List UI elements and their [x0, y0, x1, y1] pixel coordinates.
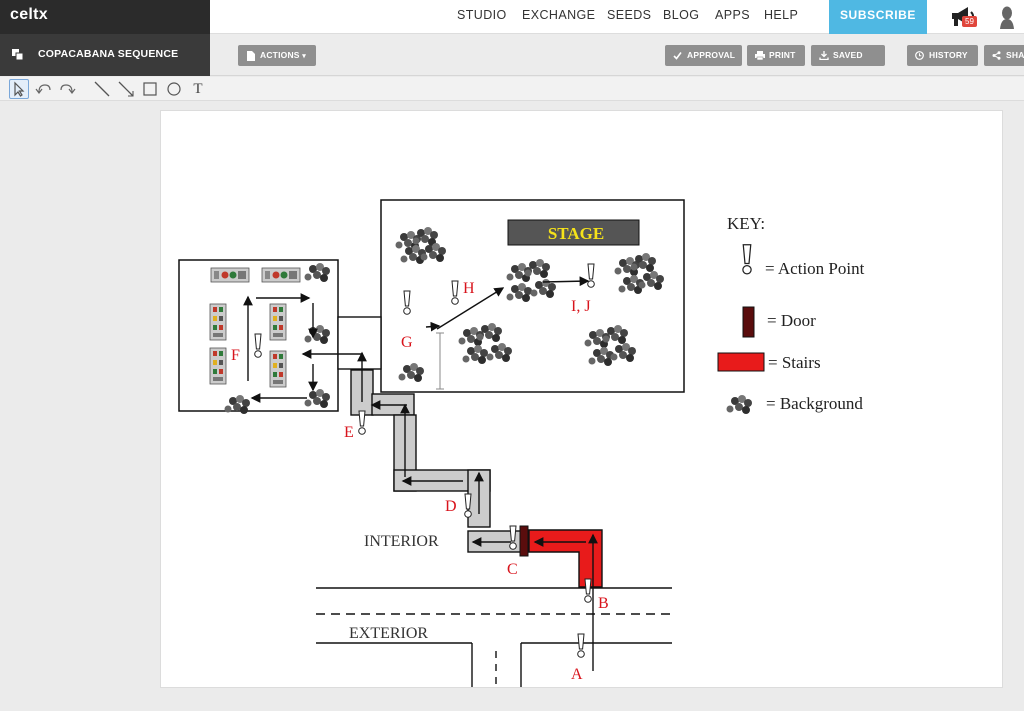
action-point-h-icon: [451, 280, 459, 305]
exterior-label: EXTERIOR: [349, 625, 428, 642]
arrow-line-tool[interactable]: [116, 79, 136, 99]
legend-background: = Background: [766, 394, 863, 413]
redo-tool[interactable]: [57, 79, 77, 99]
undo-tool[interactable]: [34, 79, 54, 99]
text-tool[interactable]: T: [188, 79, 208, 99]
legend-action-point-icon: [742, 244, 752, 275]
subscribe-button[interactable]: SUBSCRIBE: [829, 0, 927, 34]
brand-logo[interactable]: celtx: [0, 0, 210, 34]
street: [316, 587, 672, 687]
circle-icon: [167, 82, 181, 96]
history-button[interactable]: HISTORY: [907, 45, 978, 66]
stage-sign: [507, 219, 640, 246]
rectangle-tool[interactable]: [140, 79, 160, 99]
corridor-path: [350, 369, 526, 553]
label-e: E: [344, 424, 354, 441]
chevron-down-icon: ▾: [302, 53, 306, 60]
action-point-a-icon: [577, 633, 585, 658]
drawing-toolbar: T: [0, 77, 1024, 101]
circle-tool[interactable]: [164, 79, 184, 99]
nav-seeds[interactable]: SEEDS: [607, 8, 652, 22]
legend: KEY: = Action Point = Door = Stairs = Ba…: [717, 214, 865, 414]
share-button[interactable]: SHA: [984, 45, 1024, 66]
label-d: D: [445, 498, 457, 515]
stage-label: STAGE: [548, 224, 604, 243]
floor-plan-diagram: STAGE G H I, J F: [178, 199, 865, 687]
door: [519, 525, 529, 557]
nav-apps[interactable]: APPS: [715, 8, 750, 22]
diagram-canvas[interactable]: STAGE G H I, J F: [160, 110, 1003, 688]
print-label: PRINT: [769, 50, 796, 60]
label-f: F: [231, 347, 240, 364]
notification-badge: 59: [962, 16, 977, 27]
document-toolbar: COPACABANA SEQUENCE ACTIONS ▾ APPROVAL P…: [0, 34, 1024, 76]
rectangle-icon: [143, 82, 157, 96]
actions-label: ACTIONS: [260, 50, 300, 60]
legend-door: = Door: [767, 311, 816, 330]
share-label: SHA: [1006, 50, 1024, 60]
saved-button[interactable]: SAVED: [811, 45, 885, 66]
action-point-e-icon: [358, 410, 366, 435]
arrow-line-icon: [118, 81, 134, 97]
document-title: COPACABANA SEQUENCE: [38, 48, 179, 60]
select-tool[interactable]: [9, 79, 29, 99]
action-point-ij-icon: [587, 263, 595, 288]
legend-stairs: = Stairs: [768, 353, 821, 372]
line-icon: [94, 81, 110, 97]
label-ij: I, J: [571, 298, 591, 315]
action-point-d-icon: [464, 493, 472, 518]
label-h: H: [463, 280, 475, 297]
nav-studio[interactable]: STUDIO: [457, 8, 507, 22]
label-b: B: [598, 595, 609, 612]
print-button[interactable]: PRINT: [747, 45, 805, 66]
action-point-c-icon: [509, 525, 517, 550]
clock-icon: [915, 51, 924, 60]
nav-exchange[interactable]: EXCHANGE: [522, 8, 596, 22]
label-c: C: [507, 561, 518, 578]
legend-stairs-swatch: [717, 352, 765, 372]
checkmark-icon: [673, 52, 682, 60]
action-point-b-icon: [584, 578, 592, 603]
top-navigation: celtx STUDIO EXCHANGE SEEDS BLOG APPS HE…: [0, 0, 1024, 34]
history-label: HISTORY: [929, 50, 968, 60]
legend-door-swatch: [742, 306, 755, 338]
printer-icon: [755, 51, 765, 60]
stairs: [528, 529, 603, 588]
label-a: A: [571, 666, 583, 683]
redo-icon: [60, 84, 76, 94]
share-icon: [992, 51, 1001, 60]
label-g: G: [401, 334, 413, 351]
legend-action-point: = Action Point: [765, 259, 865, 278]
approval-button[interactable]: APPROVAL: [665, 45, 742, 66]
interior-label: INTERIOR: [364, 533, 439, 550]
nav-blog[interactable]: BLOG: [663, 8, 700, 22]
saved-label: SAVED: [833, 50, 863, 60]
download-icon: [819, 51, 829, 60]
approval-label: APPROVAL: [687, 50, 736, 60]
legend-background-icon: [726, 395, 752, 414]
avatar-icon[interactable]: [998, 5, 1016, 29]
legend-title: KEY:: [727, 214, 765, 233]
document-icon: [12, 49, 23, 60]
nav-help[interactable]: HELP: [764, 8, 799, 22]
document-header: COPACABANA SEQUENCE: [0, 34, 210, 76]
cursor-icon: [14, 81, 25, 97]
action-point-f-icon: [254, 333, 262, 358]
document-icon: [247, 51, 255, 61]
action-point-g-icon: [403, 290, 411, 315]
text-icon: T: [193, 81, 203, 97]
actions-button[interactable]: ACTIONS ▾: [238, 45, 316, 66]
undo-icon: [35, 84, 51, 94]
line-tool[interactable]: [92, 79, 112, 99]
